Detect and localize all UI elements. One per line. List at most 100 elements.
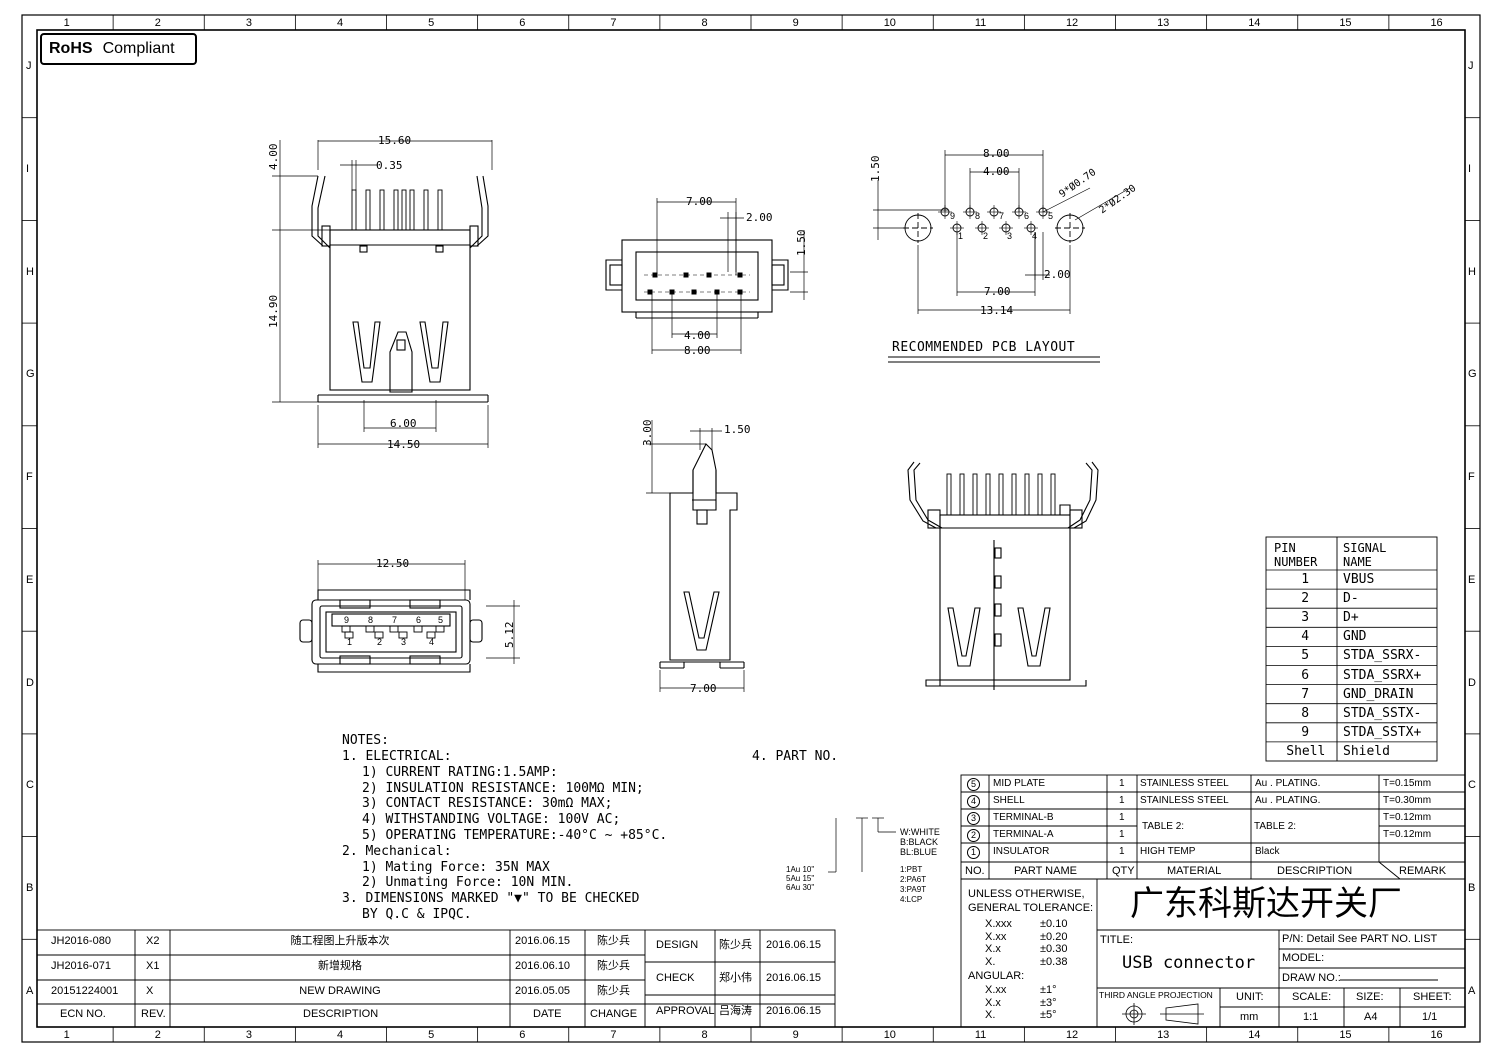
- bom-header: MATERIAL: [1167, 865, 1222, 877]
- pin-table-signal: D+: [1343, 610, 1359, 626]
- ecn-no: JH2016-071: [51, 960, 111, 972]
- frame-col-bottom-2: 2: [154, 1029, 161, 1041]
- tolerance-title: GENERAL TOLERANCE:: [968, 902, 1094, 914]
- approval-role: APPROVAL: [656, 1005, 715, 1017]
- dim-top-bottom-inner: 6.00: [390, 417, 417, 430]
- approval-date: 2016.06.15: [766, 1005, 822, 1017]
- approval-role: DESIGN: [656, 939, 699, 951]
- bom-part-name: INSULATOR: [993, 846, 1050, 857]
- frame-col-bottom-13: 13: [1157, 1029, 1170, 1041]
- bom-header: REMARK: [1399, 865, 1447, 877]
- rev: X1: [146, 960, 160, 972]
- dim-front-h: 1.50: [795, 229, 808, 257]
- note-line: 2. Mechanical:: [342, 843, 452, 859]
- ecn-no: 20151224001: [51, 985, 119, 997]
- frame-row-left-G: G: [26, 368, 35, 381]
- pin-table-pin-4: 4: [1301, 629, 1310, 645]
- revision-change: 陈少兵: [597, 985, 630, 997]
- pcb-pin-label-top: 7: [999, 211, 1005, 221]
- bom-header: PART NAME: [1014, 865, 1077, 877]
- frame-row-left-B: B: [26, 881, 34, 894]
- pin-table-signal: STDA_SSTX-: [1343, 705, 1422, 721]
- bom-no-5: 5: [967, 778, 980, 791]
- dim-top-height: 14.90: [267, 294, 280, 328]
- angular-value: ±1°: [1040, 984, 1057, 996]
- frame-row-right-I: I: [1468, 163, 1472, 176]
- tolerance-value: ±0.10: [1040, 918, 1068, 930]
- partno-leaders: [828, 817, 896, 873]
- pin-table-header-number: NUMBER: [1274, 555, 1318, 569]
- tolerance-key: X.: [985, 955, 996, 968]
- frame-row-right-A: A: [1468, 984, 1476, 997]
- pin-table-pin-1: 1: [1301, 572, 1310, 587]
- frame-col-top-15: 15: [1339, 17, 1352, 29]
- pin-table-signal: STDA_SSRX-: [1343, 648, 1422, 664]
- bom-description: Au . PLATING.: [1255, 778, 1321, 789]
- plating-code: 5Au 15": [786, 874, 815, 883]
- face-view-outline: [299, 589, 483, 673]
- pin-table-signal: Shield: [1343, 743, 1390, 759]
- bom-no-3: 3: [967, 812, 980, 825]
- pcb-pin-label-bottom: 1: [958, 231, 964, 241]
- rohs-label: RoHS: [49, 40, 93, 57]
- frame-row-left-H: H: [26, 265, 34, 278]
- bom-material: STAINLESS STEEL: [1140, 778, 1229, 789]
- note-line: 4) WITHSTANDING VOLTAGE: 100V AC;: [362, 812, 621, 828]
- bom-no-2: 2: [967, 829, 980, 842]
- tolerance-value: ±0.20: [1040, 930, 1068, 943]
- part-number: P/N: Detail See PART NO. LIST: [1282, 933, 1438, 945]
- bom-qty: 1: [1119, 812, 1125, 823]
- dim-front-w2: 2.00: [746, 211, 773, 224]
- tolerance-key: X.xx: [985, 930, 1007, 943]
- frame-row-left-C: C: [26, 779, 34, 792]
- frame-row-left-E: E: [26, 573, 34, 586]
- plating-code: 6Au 30": [786, 883, 815, 892]
- face-pin-bottom: [344, 631, 354, 639]
- bom-grid: [960, 774, 1466, 880]
- frame-col-top-16: 16: [1430, 17, 1443, 29]
- bom-no-4: 4: [967, 795, 980, 808]
- face-pin-top: [435, 625, 445, 633]
- pcb-dim-7: 7.00: [984, 285, 1011, 298]
- dim-front-b1: 4.00: [684, 329, 711, 342]
- bom-remark: T=0.12mm: [1383, 812, 1432, 823]
- dim-front-b2: 8.00: [684, 344, 711, 357]
- bom-header: NO.: [965, 865, 985, 877]
- pcb-dims: [873, 150, 1131, 363]
- frame-col-top-7: 7: [610, 17, 617, 29]
- pin-table-pin-2: 2: [1301, 591, 1310, 607]
- frame-col-bottom-7: 7: [610, 1029, 617, 1041]
- dim-face-w: 12.50: [376, 557, 410, 570]
- frame-col-bottom-10: 10: [883, 1029, 896, 1041]
- bom-header: DESCRIPTION: [1277, 865, 1353, 877]
- frame-col-bottom-4: 4: [336, 1029, 344, 1041]
- revision-header: CHANGE: [590, 1008, 638, 1020]
- dim-top-width: 15.60: [378, 134, 412, 147]
- pcb-dim-8: 13.14: [980, 304, 1014, 317]
- pin-table-pin-3: 3: [1301, 610, 1310, 626]
- front-view-outline: [605, 239, 789, 319]
- revision-description: 新增规格: [318, 960, 362, 972]
- frame-col-top-11: 11: [974, 17, 987, 29]
- bom-material: STAINLESS STEEL: [1140, 795, 1229, 806]
- revision-header: REV.: [141, 1008, 166, 1020]
- tolerance-value: ±0.38: [1040, 955, 1068, 968]
- note-line: 2) INSULATION RESISTANCE: 100MΩ MIN;: [362, 780, 644, 796]
- frame-row-right-F: F: [1468, 471, 1475, 484]
- face-pin-label-bottom: 2: [377, 637, 383, 647]
- frame-row-left-D: D: [26, 676, 34, 689]
- face-pin-top: [389, 625, 399, 633]
- material-code: 4:LCP: [900, 895, 923, 904]
- scale-label: SCALE:: [1292, 991, 1332, 1003]
- revision-change: 陈少兵: [597, 960, 630, 972]
- frame-col-bottom-9: 9: [792, 1029, 799, 1041]
- bom-qty: 1: [1119, 795, 1125, 806]
- frame-row-left-F: F: [26, 471, 33, 484]
- pcb-layout-title: RECOMMENDED PCB LAYOUT: [892, 340, 1076, 355]
- face-pin-bottom: [374, 631, 384, 639]
- pin-table-pin-9: 9: [1301, 724, 1310, 740]
- side-view-dims: [646, 420, 745, 692]
- pin-table-pin-5: 5: [1301, 648, 1310, 664]
- bom-remark: T=0.30mm: [1383, 795, 1432, 806]
